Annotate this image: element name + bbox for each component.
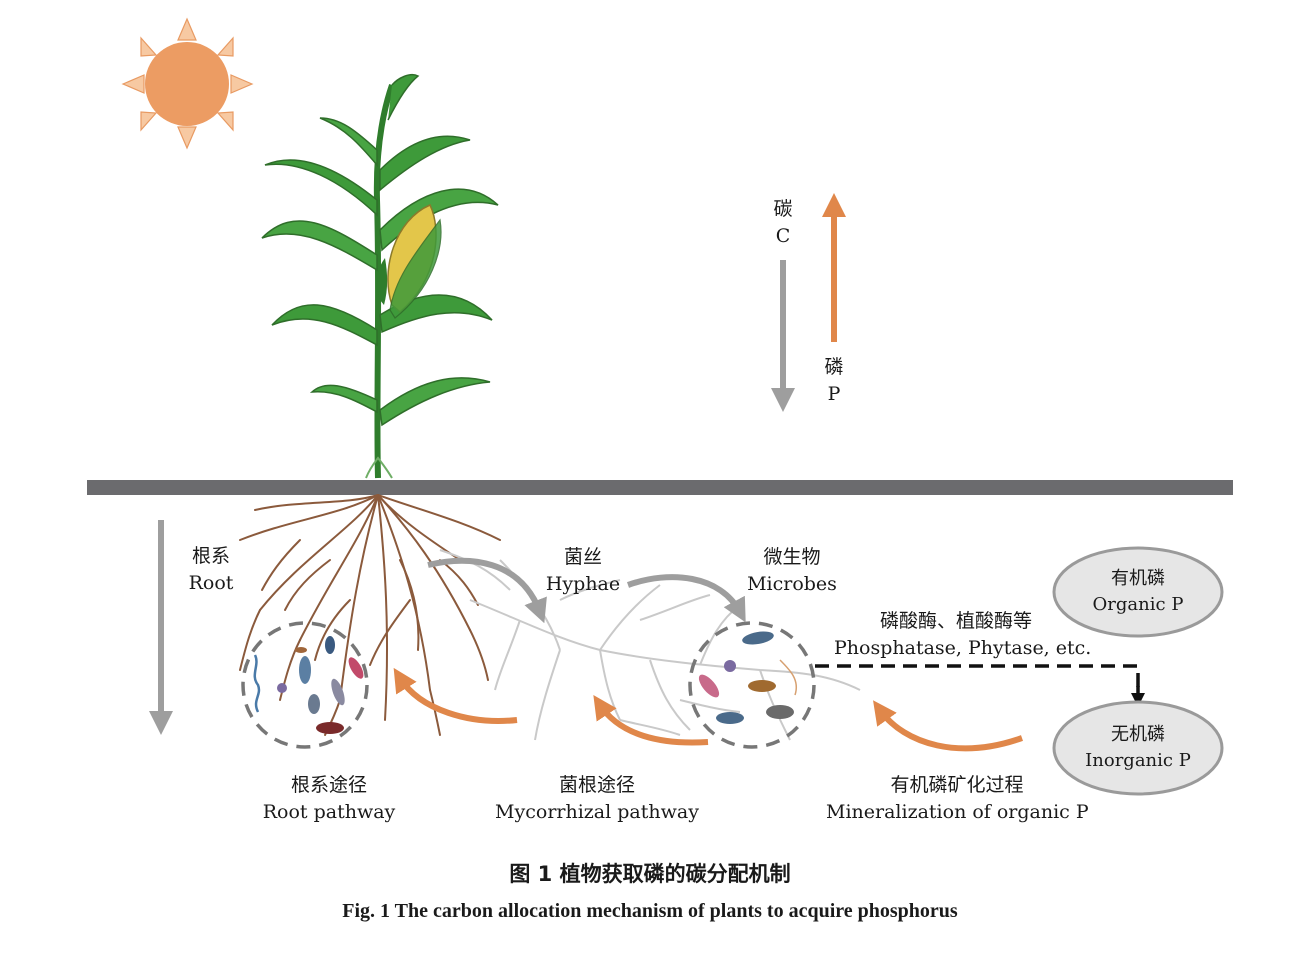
microbe-icon <box>742 631 774 645</box>
hyphae-microbe-cluster <box>688 621 816 749</box>
figure-caption-zh: 图 1 植物获取磷的碳分配机制 <box>509 862 791 886</box>
enzyme-dashed-line <box>815 664 1140 688</box>
phosphorus-label: 磷 P <box>824 356 844 405</box>
soil-surface-line <box>87 480 1233 495</box>
root-system-icon <box>239 494 501 736</box>
root-pathway-p-arrow <box>393 667 518 724</box>
enzymes-label: 磷酸酶、植酸酶等 Phosphatase, Phytase, etc. <box>834 610 1092 659</box>
sun-icon <box>121 17 254 150</box>
hyphae-label: 菌丝 Hyphae <box>545 546 621 595</box>
carbon-label: 碳 C <box>773 198 793 247</box>
mycorrhizal-pathway-label: 菌根途径 Mycorrhizal pathway <box>495 774 699 823</box>
hyphae-carbon-arrow <box>427 557 547 624</box>
mineralization-p-arrow <box>873 700 1024 752</box>
root-microbe-cluster <box>241 621 369 749</box>
inorganic-p-oval <box>1052 700 1224 796</box>
mineralization-label: 有机磷矿化过程 Mineralization of organic P <box>826 774 1089 823</box>
organic-p-label: 有机磷 Organic P <box>1092 568 1184 615</box>
microbes-label: 微生物 Microbes <box>747 546 837 595</box>
figure-caption-en: Fig. 1 The carbon allocation mechanism o… <box>342 900 958 922</box>
mycorrhizal-pathway-p-arrow <box>593 695 709 746</box>
root-label: 根系 Root <box>188 545 234 594</box>
microbe-icon <box>299 656 311 684</box>
organic-p-oval <box>1052 546 1224 638</box>
microbe-carbon-arrow <box>626 574 746 623</box>
maize-plant-icon <box>261 73 499 479</box>
inorganic-p-label: 无机磷 Inorganic P <box>1085 724 1191 771</box>
root-pathway-label: 根系途径 Root pathway <box>262 774 396 823</box>
